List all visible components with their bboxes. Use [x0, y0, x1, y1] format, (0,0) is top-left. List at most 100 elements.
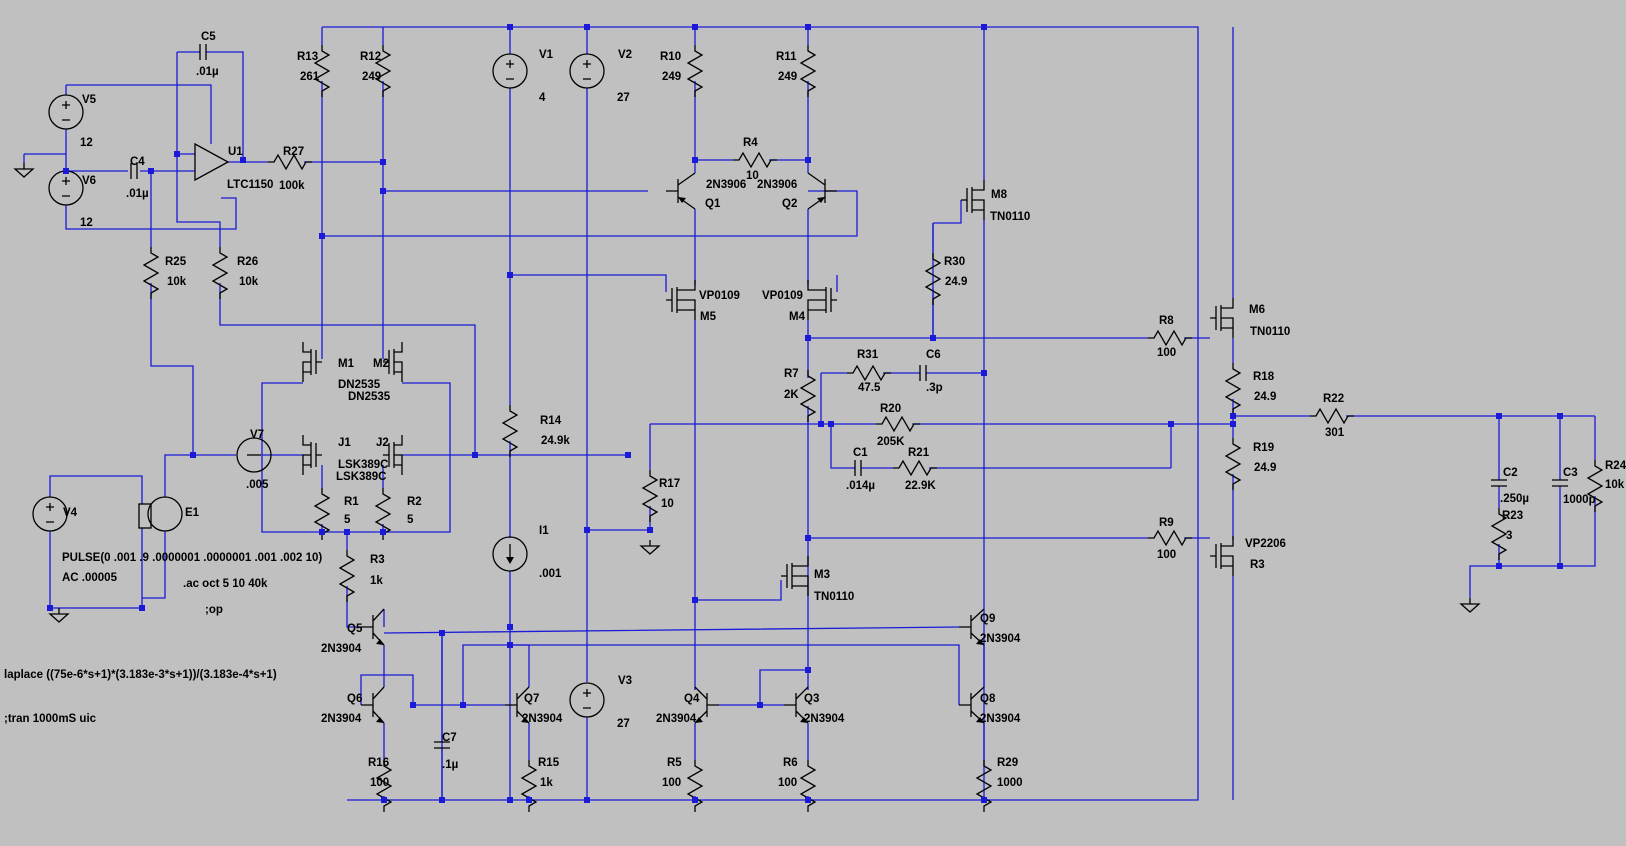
- svg-text:1k: 1k: [540, 777, 553, 789]
- v3-name: V3: [618, 675, 632, 687]
- q3-value: 2N3904: [804, 713, 845, 725]
- wire-segment: [932, 27, 985, 338]
- junction-dot: [190, 452, 196, 458]
- svg-text:27: 27: [617, 92, 630, 104]
- c7-name: C7: [442, 732, 457, 744]
- r10-value: 249: [662, 71, 681, 83]
- svg-text:.3p: .3p: [926, 382, 943, 394]
- i1-name: I1: [539, 525, 549, 537]
- junction-dot: [930, 335, 936, 341]
- r3-name: R3: [370, 554, 385, 566]
- svg-text:2K: 2K: [784, 389, 799, 401]
- c1-value: .014µ: [846, 480, 875, 492]
- svg-text:U1: U1: [228, 146, 243, 158]
- m5-value: VP0109: [699, 290, 740, 302]
- r13-value: 261: [300, 71, 320, 83]
- svg-text:R15: R15: [538, 757, 560, 769]
- v4-source-directive: PULSE(0 .001 .9 .0000001 .0000001 .001 .…: [62, 552, 322, 564]
- v2-name: V2: [618, 49, 632, 61]
- r20-value: 205K: [877, 436, 905, 448]
- c7-value: .1µ: [442, 759, 458, 771]
- svg-text:M8: M8: [991, 189, 1008, 201]
- svg-text:R23: R23: [1502, 510, 1523, 522]
- svg-text:Q7: Q7: [524, 693, 539, 705]
- svg-text:.01µ: .01µ: [196, 66, 219, 78]
- svg-text:VP0109: VP0109: [762, 290, 803, 302]
- r2-name: R2: [407, 496, 422, 508]
- junction-dot: [526, 797, 532, 803]
- j1-value: LSK389C: [338, 459, 389, 471]
- r12-resistor-symbol: [374, 45, 392, 97]
- wire-segment: [1469, 416, 1596, 598]
- svg-text:R8: R8: [1159, 315, 1174, 327]
- svg-text:R31: R31: [857, 349, 879, 361]
- svg-text:1k: 1k: [370, 575, 383, 587]
- q3-npn-symbol-emitter-arrow: [800, 717, 808, 723]
- junction-dot: [380, 188, 386, 194]
- svg-text:C4: C4: [130, 156, 145, 168]
- svg-text:R4: R4: [743, 137, 758, 149]
- r14-value: 24.9k: [541, 435, 570, 447]
- c5-value: .01µ: [196, 66, 219, 78]
- wire-segment: [23, 153, 66, 163]
- j2-jfet-symbol: [383, 435, 403, 475]
- r17-resistor-symbol: [641, 470, 659, 522]
- svg-text:Q3: Q3: [804, 693, 819, 705]
- r19-value: 24.9: [1254, 462, 1276, 474]
- svg-text:R16: R16: [368, 757, 389, 769]
- junction-dot: [1168, 421, 1174, 427]
- m2-value: DN2535: [348, 391, 391, 403]
- svg-text:.014µ: .014µ: [846, 480, 875, 492]
- m7-value: VP2206: [1245, 538, 1286, 550]
- svg-text:AC .00005: AC .00005: [62, 572, 118, 584]
- r22-name: R22: [1323, 393, 1344, 405]
- r12-value: 249: [362, 71, 381, 83]
- svg-text:R5: R5: [667, 757, 682, 769]
- wire-segment: [820, 372, 984, 424]
- svg-text:249: 249: [662, 71, 681, 83]
- r27-resistor-symbol: [268, 153, 312, 171]
- v4-ac-directive: AC .00005: [62, 572, 118, 584]
- svg-text:Q2: Q2: [782, 198, 797, 210]
- junction-dot: [63, 168, 69, 174]
- r29-value: 1000: [997, 777, 1023, 789]
- wire-segment: [509, 27, 588, 682]
- r18-value: 24.9: [1254, 391, 1276, 403]
- r3-resistor-symbol: [338, 550, 356, 602]
- svg-text:1000: 1000: [997, 777, 1023, 789]
- v1-voltage-source-symbol-polarity: [506, 60, 514, 80]
- ac-analysis-directive: .ac oct 5 10 40k: [183, 578, 268, 590]
- svg-text:VP2206: VP2206: [1245, 538, 1286, 550]
- q6-npn-symbol: [361, 686, 385, 724]
- q7-npn-symbol-emitter-arrow: [521, 717, 529, 723]
- v5-value: 12: [80, 137, 93, 149]
- svg-text:261: 261: [300, 71, 320, 83]
- m2-mosfet-symbol: [383, 342, 403, 382]
- c6-name: C6: [926, 349, 941, 361]
- svg-text:10k: 10k: [167, 276, 187, 288]
- m1-value: DN2535: [338, 379, 381, 391]
- v7-current-source-symbol: [236, 437, 272, 473]
- m6-name: M6: [1249, 304, 1265, 316]
- svg-text:R26: R26: [237, 256, 258, 268]
- svg-text:M4: M4: [789, 311, 806, 323]
- c3-name: C3: [1563, 467, 1578, 479]
- svg-text:M5: M5: [700, 311, 717, 323]
- svg-text:24.9: 24.9: [1254, 391, 1276, 403]
- q8-npn-symbol-emitter-arrow: [976, 717, 984, 723]
- r31-resistor-symbol: [847, 364, 891, 382]
- ground-icon: [639, 540, 661, 555]
- m4-value: VP0109: [762, 290, 803, 302]
- tran-directive: ;tran 1000mS uic: [4, 713, 97, 725]
- r1-value: 5: [344, 514, 351, 526]
- junction-dot: [981, 370, 987, 376]
- svg-text:I1: I1: [539, 525, 549, 537]
- svg-text:R9: R9: [1159, 517, 1174, 529]
- j1-jfet-symbol: [302, 435, 322, 475]
- wire-segment: [694, 669, 809, 706]
- junction-dot: [818, 421, 824, 427]
- svg-text:R14: R14: [540, 415, 562, 427]
- r11-name: R11: [776, 51, 797, 63]
- svg-text:301: 301: [1325, 427, 1345, 439]
- svg-text:V4: V4: [63, 507, 78, 519]
